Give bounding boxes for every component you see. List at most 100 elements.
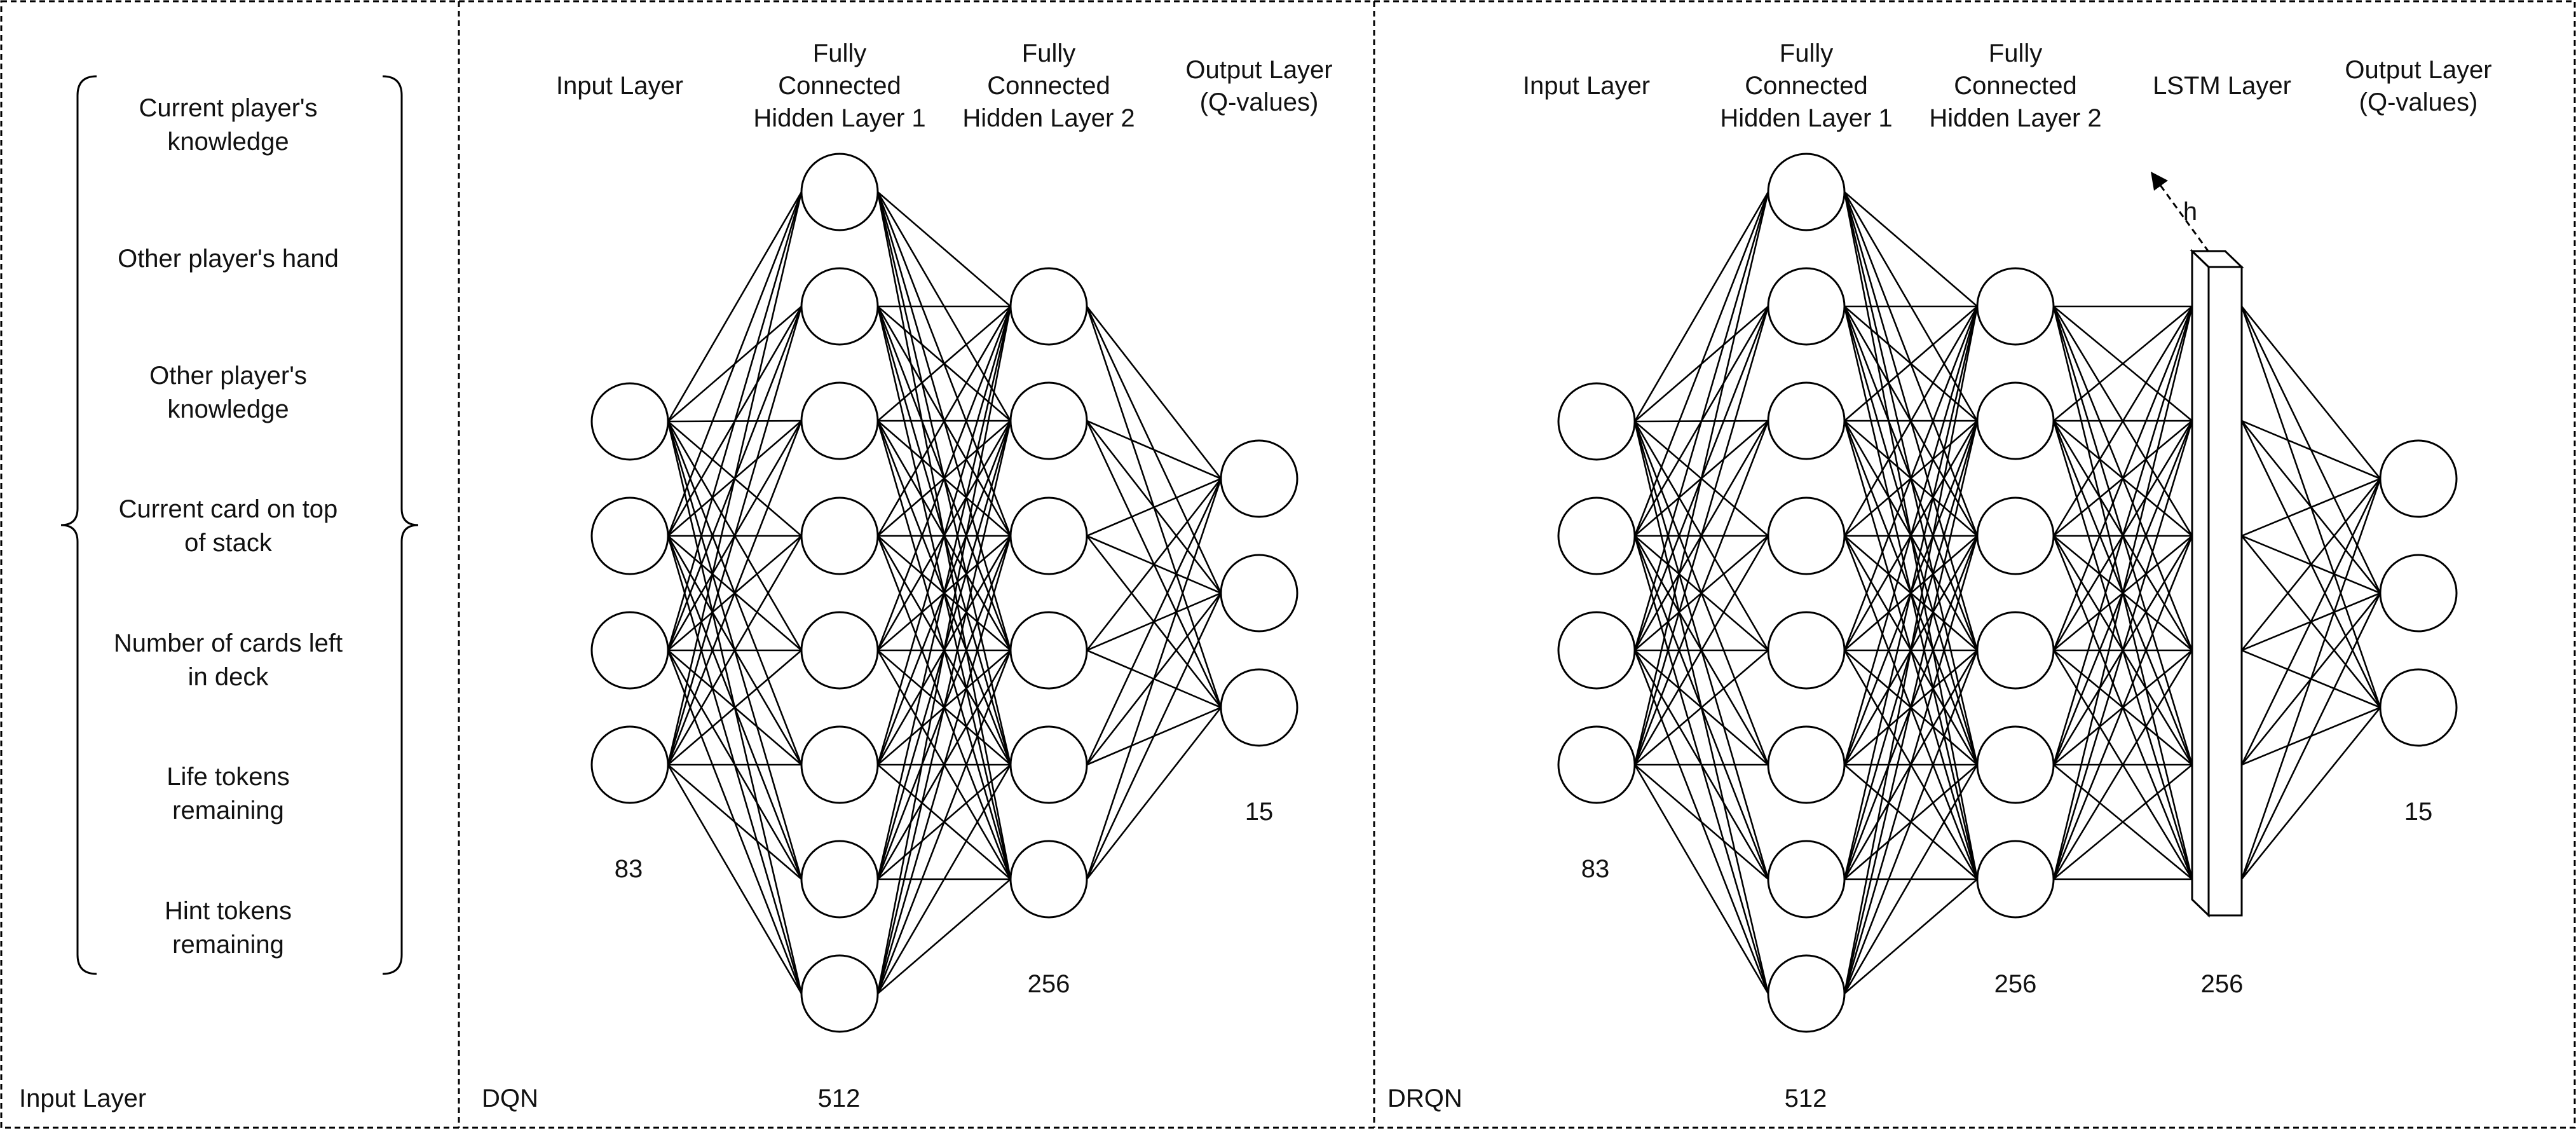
dqn-connection [876, 306, 1012, 994]
drqn-output-size: 15 [2404, 798, 2433, 826]
dqn-hidden2-neuron [1009, 381, 1088, 460]
drqn-hidden2-size: 256 [1994, 970, 2037, 998]
drqn-input-neuron [1557, 496, 1636, 575]
drqn-lstm-size: 256 [2201, 970, 2244, 998]
drqn-output-header-line: Output Layer [2345, 56, 2491, 84]
drqn-output-header: Output Layer (Q-values) [2345, 56, 2491, 116]
dqn-output-neuron [1220, 668, 1298, 747]
drqn-lstm-header: LSTM Layer [2153, 72, 2291, 100]
drqn-hidden1-neuron [1767, 496, 1846, 575]
dqn-connection [876, 420, 1012, 994]
drqn-connection [1633, 420, 1769, 765]
dqn-hidden1-neuron [800, 267, 879, 346]
dqn-hidden2-header-line: Fully [1022, 39, 1075, 67]
drqn-lstm-header-line: LSTM Layer [2153, 72, 2291, 100]
dqn-connection [876, 650, 1012, 994]
drqn-connection [1843, 420, 1979, 994]
drqn-output-neuron [2379, 554, 2458, 633]
hidden-state-arrow-line [2158, 184, 2210, 252]
dqn-hidden1-size: 512 [818, 1085, 861, 1112]
dqn-network [590, 153, 1298, 1033]
feature-item-line: Other player's hand [118, 245, 339, 273]
drqn-connection [2240, 478, 2382, 765]
drqn-input-header: Input Layer [1523, 72, 1650, 100]
dqn-hidden2-size: 256 [1028, 970, 1070, 998]
dqn-input-neuron [590, 725, 669, 804]
dqn-hidden2-neuron [1009, 611, 1088, 690]
drqn-input-neuron [1557, 611, 1636, 690]
drqn-hidden2-header-line: Connected [1954, 72, 2076, 100]
feature-item-line: in deck [188, 663, 269, 691]
dqn-connection [1086, 707, 1222, 880]
drqn-connection [2052, 420, 2193, 880]
hidden-state-label: h [2183, 198, 2197, 226]
dqn-hidden1-neuron [800, 611, 879, 690]
drqn-connection [2052, 306, 2193, 765]
feature-item: Other player's hand [118, 245, 339, 273]
dqn-connection [667, 764, 802, 880]
dqn-connection [876, 306, 1012, 880]
dqn-hidden1-neuron [800, 381, 879, 460]
feature-item-line: Current player's [139, 94, 317, 122]
dqn-hidden1-neuron [800, 954, 879, 1033]
dqn-connection [1086, 478, 1222, 651]
drqn-connection [1633, 191, 1769, 765]
drqn-connection [1843, 764, 1979, 994]
drqn-hidden2-neuron [1976, 267, 2055, 346]
lstm-layer-block [2190, 249, 2244, 918]
dqn-hidden1-header-line: Hidden Layer 1 [753, 104, 925, 132]
drqn-connection [1634, 764, 1769, 880]
drqn-connection [1843, 306, 1979, 651]
drqn-hidden2-neuron [1976, 840, 2055, 919]
dqn-connection [877, 879, 1011, 994]
feature-item-line: remaining [172, 931, 284, 959]
dqn-hidden2-neuron [1009, 840, 1088, 919]
dqn-output-header-line: (Q-values) [1200, 88, 1319, 116]
drqn-hidden1-size: 512 [1785, 1085, 1827, 1112]
dqn-connection [667, 535, 803, 765]
dqn-connection [876, 306, 1012, 651]
drqn-hidden1-neuron [1767, 381, 1846, 460]
dqn-hidden1-neuron [800, 153, 879, 231]
dqn-hidden2-header-line: Connected [987, 72, 1110, 100]
drqn-input-neuron [1557, 382, 1636, 461]
drqn-output-header-line: (Q-values) [2359, 88, 2478, 116]
drqn-connection [1633, 535, 1769, 765]
lstm-block-front [2207, 266, 2243, 917]
dqn-connection [667, 191, 803, 422]
drqn-hidden2-neuron [1976, 496, 2055, 575]
drqn-hidden1-header-line: Hidden Layer 1 [1720, 104, 1892, 132]
dqn-input-header: Input Layer [556, 72, 683, 100]
drqn-connection [2052, 306, 2193, 537]
dqn-connection [1086, 420, 1222, 480]
drqn-connection [1843, 306, 1979, 765]
dqn-hidden2-neuron [1009, 267, 1088, 346]
drqn-connection [2241, 420, 2381, 480]
drqn-connection [2240, 707, 2382, 880]
drqn-hidden2-header-line: Fully [1989, 39, 2042, 67]
drqn-hidden2-header-line: Hidden Layer 2 [1929, 104, 2101, 132]
feature-item-line: Current card on top [119, 495, 338, 523]
drqn-connection [1633, 306, 1769, 765]
dqn-connection [876, 764, 1012, 994]
dqn-hidden1-neuron [800, 496, 879, 575]
dqn-connection [1086, 306, 1222, 479]
drqn-hidden1-neuron [1767, 153, 1846, 231]
input-panel-label: Input Layer [19, 1085, 146, 1112]
drqn-connection [1633, 764, 1769, 994]
dqn-output-size: 15 [1245, 798, 1274, 826]
dqn-output-header-line: Output Layer [1185, 56, 1332, 84]
dqn-connection [667, 191, 803, 651]
drqn-connection [1844, 879, 1978, 994]
drqn-hidden1-header-line: Connected [1745, 72, 1867, 100]
feature-item-line: Life tokens [167, 763, 289, 791]
drqn-connection [2241, 477, 2381, 537]
hidden-state-arrow-head [2151, 172, 2168, 191]
dqn-input-header-line: Input Layer [556, 72, 683, 100]
